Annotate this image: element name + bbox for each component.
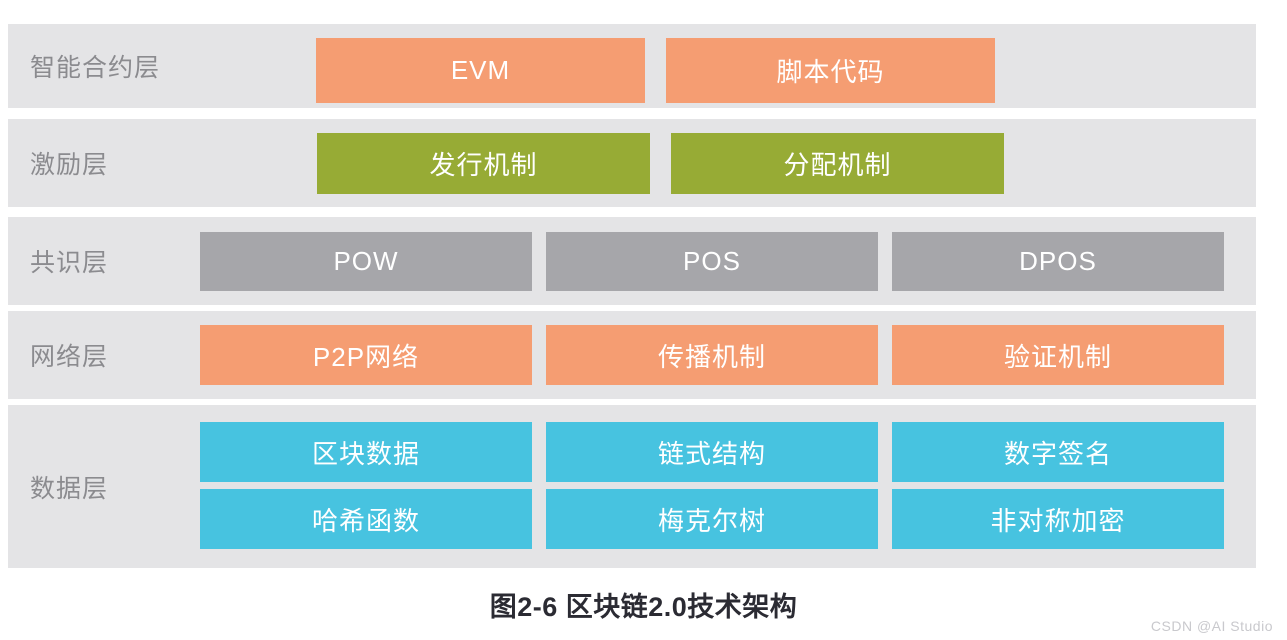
layer-band-network: 网络层 P2P网络 传播机制 验证机制 <box>8 311 1256 399</box>
layer-band-data: 数据层 区块数据 链式结构 数字签名 哈希函数 梅克尔树 非对称加密 <box>8 405 1256 568</box>
block-chain-structure[interactable]: 链式结构 <box>546 422 878 482</box>
block-row: 哈希函数 梅克尔树 非对称加密 <box>200 489 1224 549</box>
block-row: P2P网络 传播机制 验证机制 <box>200 325 1224 385</box>
layer-band-incentive: 激励层 发行机制 分配机制 <box>8 119 1256 207</box>
block-evm[interactable]: EVM <box>316 38 645 103</box>
layer-label-data: 数据层 <box>30 474 109 503</box>
block-block-data[interactable]: 区块数据 <box>200 422 532 482</box>
block-p2p-network[interactable]: P2P网络 <box>200 325 532 385</box>
layer-label-smart-contract: 智能合约层 <box>30 54 161 82</box>
block-row: 发行机制 分配机制 <box>317 133 1004 194</box>
block-asymmetric-encryption[interactable]: 非对称加密 <box>892 489 1224 549</box>
layer-label-incentive: 激励层 <box>30 151 109 179</box>
figure-caption: 图2-6 区块链2.0技术架构 <box>489 592 798 622</box>
block-pow[interactable]: POW <box>200 232 532 291</box>
layer-label-network: 网络层 <box>30 343 109 371</box>
block-distribution-mechanism[interactable]: 分配机制 <box>671 133 1004 194</box>
block-merkle-tree[interactable]: 梅克尔树 <box>546 489 878 549</box>
layer-blocks-network: P2P网络 传播机制 验证机制 <box>200 325 1224 385</box>
layer-label-consensus: 共识层 <box>30 249 109 277</box>
block-hash-function[interactable]: 哈希函数 <box>200 489 532 549</box>
block-row: EVM 脚本代码 <box>316 38 995 103</box>
layer-blocks-consensus: POW POS DPOS <box>200 232 1224 291</box>
block-row: POW POS DPOS <box>200 232 1224 291</box>
block-digital-signature[interactable]: 数字签名 <box>892 422 1224 482</box>
layer-band-consensus: 共识层 POW POS DPOS <box>8 217 1256 305</box>
block-pos[interactable]: POS <box>546 232 878 291</box>
block-dpos[interactable]: DPOS <box>892 232 1224 291</box>
layer-band-smart-contract: 智能合约层 EVM 脚本代码 <box>8 24 1256 108</box>
block-propagation-mechanism[interactable]: 传播机制 <box>546 325 878 385</box>
block-verification-mechanism[interactable]: 验证机制 <box>892 325 1224 385</box>
layer-blocks-smart-contract: EVM 脚本代码 <box>316 38 995 103</box>
layer-blocks-data: 区块数据 链式结构 数字签名 哈希函数 梅克尔树 非对称加密 <box>200 422 1224 549</box>
watermark-label: CSDN @AI Studio <box>1150 618 1273 634</box>
block-script-code[interactable]: 脚本代码 <box>666 38 995 103</box>
block-issuance-mechanism[interactable]: 发行机制 <box>317 133 650 194</box>
block-row: 区块数据 链式结构 数字签名 <box>200 422 1224 482</box>
layer-blocks-incentive: 发行机制 分配机制 <box>317 133 1004 194</box>
